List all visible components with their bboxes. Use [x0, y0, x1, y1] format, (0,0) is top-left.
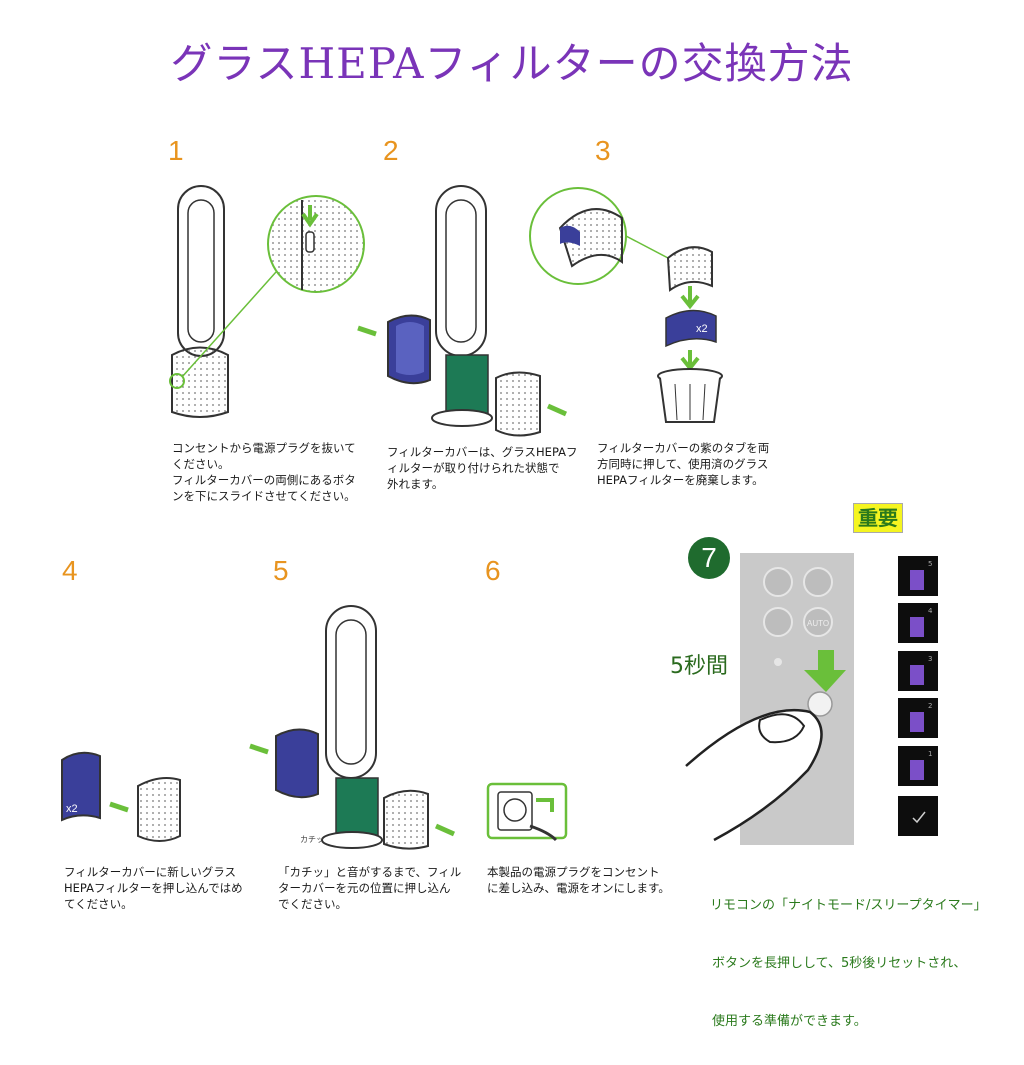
step-6-caption: 本製品の電源プラグをコンセント に差し込み、電源をオンにします。 [487, 865, 670, 895]
checkmark-icon [912, 811, 926, 824]
display-step-5-label: 5 [928, 560, 932, 568]
step-2-purifier-illustration [357, 185, 568, 437]
display-sequence: 5 4 3 2 1 [898, 556, 938, 836]
reset-line-1: リモコンの「ナイトモード/スリープタイマー」 [710, 898, 987, 913]
display-step-2-label: 2 [928, 702, 932, 710]
step-5-purifier-illustration: カチッ [249, 605, 456, 850]
step-5-click-label: カチッ [300, 835, 324, 844]
step-4-caption: フィルターカバーに新しいグラス HEPAフィルターを押し込んではめ てください。 [64, 865, 243, 911]
step-3-number: 3 [595, 135, 611, 166]
step-3-bin-illustration: x2 [529, 187, 723, 423]
step-5-number: 5 [273, 555, 289, 586]
step-3-caption: フィルターカバーの紫のタブを両 方同時に押して、使用済のグラス HEPAフィルタ… [597, 441, 770, 487]
step-4-filter-illustration: x2 [61, 751, 181, 842]
step-6-number: 6 [485, 555, 501, 586]
display-step-1-label: 1 [928, 750, 932, 758]
step-2-caption: フィルターカバーは、グラスHEPAフ ィルターが取り付けられた状態で 外れます。 [387, 445, 578, 491]
auto-button-label: AUTO [807, 619, 829, 628]
step-5-caption: 「カチッ」と音がするまで、フィル ターカバーを元の位置に押し込ん でください。 [278, 865, 462, 911]
display-step-4-label: 4 [928, 607, 933, 615]
display-step-3-label: 3 [928, 655, 932, 663]
step-3-x2-label: x2 [696, 323, 708, 335]
reset-instructions: リモコンの「ナイトモード/スリープタイマー」 ボタンを長押しして、5秒後リセット… [710, 862, 1024, 1065]
important-badge: 重要 [853, 503, 903, 533]
step-6-outlet-illustration [486, 782, 568, 842]
seconds-label: 5秒間 [670, 654, 728, 679]
step-2-number: 2 [383, 135, 399, 166]
step-7-number: 7 [688, 537, 730, 579]
step-4-x2-label: x2 [66, 803, 78, 815]
step-1-caption: コンセントから電源プラグを抜いて ください。 フィルターカバーの両側にあるボタ … [172, 441, 356, 503]
remote-illustration: AUTO [685, 553, 854, 845]
page-title: グラスHEPAフィルターの交換方法 [170, 39, 854, 88]
reset-line-3: 使用する準備ができます。 [712, 1014, 867, 1029]
instruction-illustrations: x2 x2 カチッ AUT [61, 185, 938, 850]
step-1-number: 1 [168, 135, 184, 166]
step-4-number: 4 [62, 555, 78, 586]
reset-line-2: ボタンを長押しして、5秒後リセットされ、 [712, 956, 967, 971]
step-1-purifier-illustration [169, 185, 365, 418]
